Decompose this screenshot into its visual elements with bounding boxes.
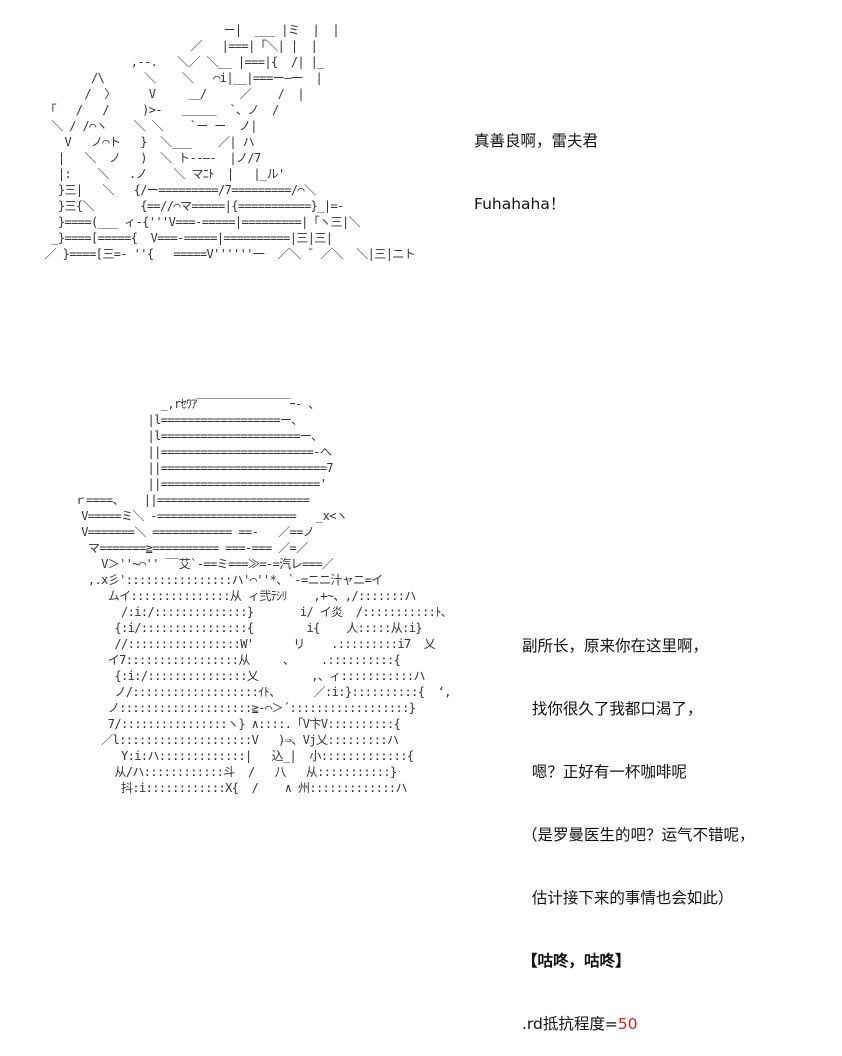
dialog-top: 真善良啊，雷夫君 Fuhahaha！ — [474, 89, 598, 236]
dialog-line: 找你很久了我都口渴了， — [522, 700, 703, 718]
dialog-line: 估计接下来的事情也会如此） — [522, 889, 734, 907]
sound-effect-line: 【咕咚，咕咚】 — [522, 952, 631, 970]
ascii-art-figure-top: ー| ___ |ミ | | ／ |===|「＼| | | ,--. ＼／ ＼__… — [44, 23, 416, 261]
dialog-line: 真善良啊，雷夫君 — [474, 132, 599, 150]
dialog-bottom: 副所长，原来你在这里啊， 找你很久了我都口渴了， 嗯？正好有一杯咖啡呢 （是罗曼… — [522, 594, 755, 1056]
dialog-line: 嗯？正好有一杯咖啡呢 — [522, 763, 687, 781]
dice-roll-label: .rd抵抗程度= — [522, 1015, 618, 1033]
dialog-line: 副所长，原来你在这里啊， — [522, 637, 709, 655]
dice-roll-value: 50 — [617, 1015, 638, 1033]
dice-roll-line: .rd抵抗程度=50 — [522, 1014, 755, 1035]
dialog-line: （是罗曼医生的吧？运气不错呢， — [522, 826, 755, 844]
ascii-art-figure-bottom: _,rｾﾜｱ‾‾‾‾‾‾‾‾‾‾‾‾‾‾ｰ- 、 |l=============… — [74, 397, 453, 795]
dialog-line: Fuhahaha！ — [474, 195, 566, 213]
